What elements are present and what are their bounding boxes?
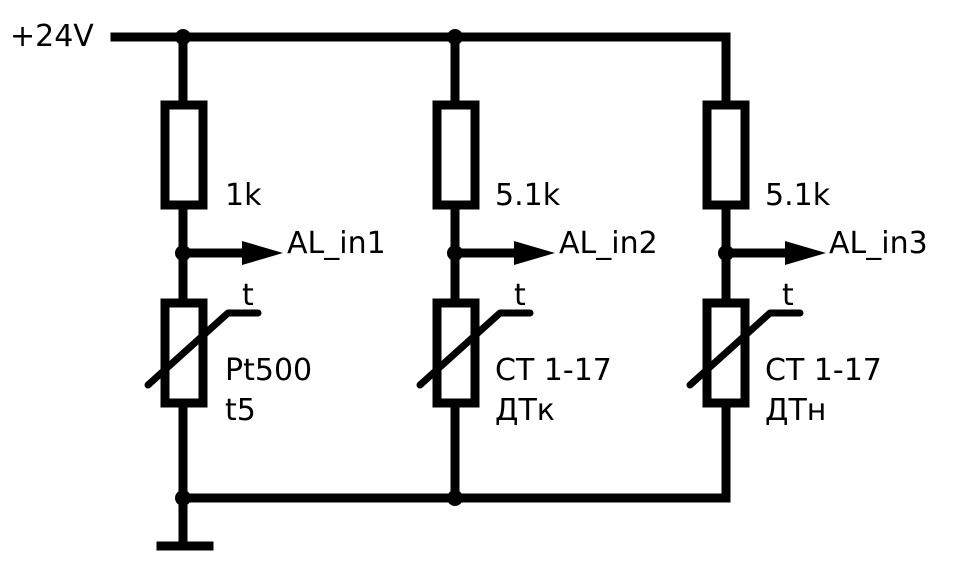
resistor-3 (702, 100, 750, 210)
sensor-name-1: Pt500 (225, 353, 312, 388)
output-arrow-3 (785, 241, 826, 265)
resistor-2 (432, 100, 480, 210)
branch-1 (144, 29, 283, 506)
temp-symbol-3: t (782, 278, 794, 313)
temp-symbol-1: t (242, 278, 254, 313)
sensor-model-1: t5 (225, 393, 256, 428)
thermistor-3 (702, 298, 750, 408)
temp-symbol-2: t (514, 278, 526, 313)
supply-label: +24V (10, 19, 94, 54)
sensor-model-2: ДТк (495, 393, 555, 428)
resistor-value-1: 1k (225, 178, 262, 213)
output-label-2: AL_in2 (559, 226, 658, 261)
sensor-name-2: CT 1-17 (495, 353, 612, 388)
resistor-value-3: 5.1k (765, 178, 831, 213)
output-arrow-2 (514, 241, 555, 265)
resistor-1 (160, 100, 208, 210)
output-arrow-1 (242, 241, 283, 265)
output-label-3: AL_in3 (829, 226, 928, 261)
sensor-name-3: CT 1-17 (765, 353, 882, 388)
resistor-value-2: 5.1k (495, 178, 561, 213)
branch-2 (416, 29, 555, 506)
supply-rail (110, 32, 731, 110)
branch-3 (686, 100, 826, 408)
sensor-model-3: ДТн (765, 393, 826, 428)
output-label-1: AL_in1 (287, 226, 386, 261)
